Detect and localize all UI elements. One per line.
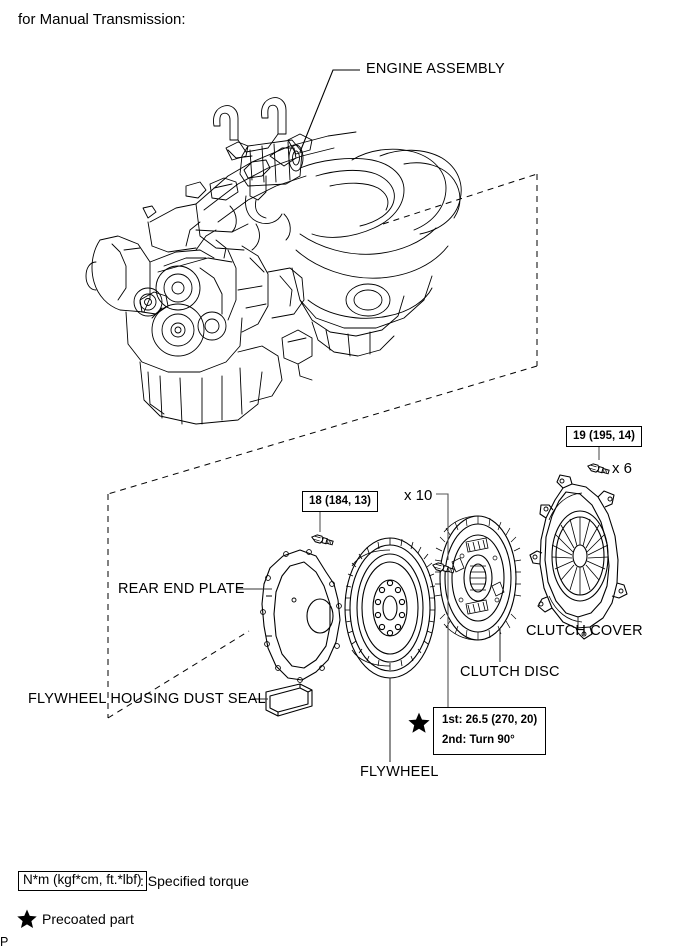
legend-precoated-star-icon	[16, 908, 38, 930]
legend-precoated-label: Precoated part	[42, 911, 134, 927]
legend-torque-unit-box: N*m (kgf*cm, ft.*lbf)	[18, 871, 147, 891]
flywheel-drawing	[344, 537, 436, 679]
callout-clutch-disc: CLUTCH DISC	[460, 664, 560, 680]
torque-spec-clutch-cover: 19 (195, 14)	[566, 426, 643, 448]
leader-engine-assembly	[299, 69, 360, 153]
torque-spec-flywheel: 1st: 26.5 (270, 20) 2nd: Turn 90°	[433, 707, 547, 756]
engine-assembly-drawing	[85, 97, 462, 425]
leader-lines	[237, 444, 600, 762]
torque-spec-rear-end-plate: 18 (184, 13)	[302, 491, 379, 513]
legend-torque-meaning: : Specified torque	[140, 873, 249, 889]
callout-engine-assembly: ENGINE ASSEMBLY	[366, 61, 505, 77]
callout-rear-end-plate: REAR END PLATE	[118, 581, 245, 597]
clutch-cover-bolt-quantity: x 6	[612, 460, 633, 477]
callout-flywheel-housing-dust-seal: FLYWHEEL HOUSING DUST SEAL	[28, 691, 266, 707]
clutch-cover-drawing	[529, 474, 628, 640]
flywheel-bolt-quantity: x 10	[404, 487, 433, 504]
callout-clutch-cover: CLUTCH COVER	[526, 623, 643, 639]
torque-step-2: 2nd: Turn 90°	[442, 734, 515, 747]
dust-seal-drawing	[265, 683, 313, 717]
rear-end-plate-drawing	[260, 549, 342, 683]
page-mark: P	[0, 935, 9, 949]
page-title: for Manual Transmission:	[18, 11, 186, 28]
precoated-part-star-icon	[407, 711, 431, 735]
bolt-flywheel	[431, 561, 456, 575]
torque-step-1: 1st: 26.5 (270, 20)	[442, 714, 538, 726]
clutch-disc-drawing	[434, 515, 522, 641]
callout-flywheel: FLYWHEEL	[360, 764, 439, 780]
bolt-rear-end-plate	[310, 533, 335, 547]
bolt-clutch-cover	[586, 462, 611, 476]
projection-guides	[107, 173, 538, 719]
